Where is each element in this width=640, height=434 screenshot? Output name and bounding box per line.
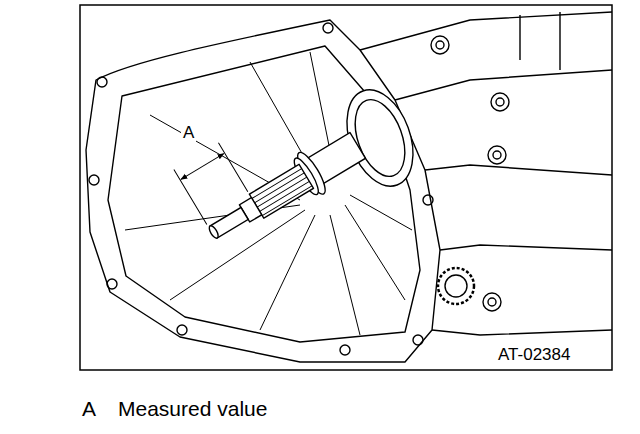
figure-number: AT-02384 bbox=[496, 346, 572, 365]
case-drawing bbox=[86, 12, 612, 362]
bolt bbox=[488, 298, 496, 306]
bolt-hole bbox=[89, 175, 99, 185]
case-edge bbox=[520, 12, 560, 70]
bolt-hole bbox=[423, 195, 433, 205]
bore-opening bbox=[346, 93, 415, 183]
bolt bbox=[483, 293, 501, 311]
bolt-hole bbox=[97, 77, 107, 87]
bolt bbox=[491, 93, 509, 111]
key-text: Measured value bbox=[116, 397, 269, 420]
bolt bbox=[436, 41, 444, 49]
sensor-boss bbox=[445, 275, 467, 297]
bolt bbox=[496, 98, 504, 106]
spline-lines bbox=[252, 169, 312, 216]
bolt-hole bbox=[340, 345, 350, 355]
bolt-hole bbox=[323, 23, 333, 33]
bolt-hole bbox=[107, 279, 117, 289]
housing-flange bbox=[86, 20, 440, 362]
bolt bbox=[431, 36, 449, 54]
figure-frame bbox=[80, 5, 612, 370]
bolt bbox=[493, 151, 501, 159]
case-edge bbox=[432, 330, 612, 335]
bolt bbox=[488, 146, 506, 164]
bolt-hole bbox=[177, 325, 187, 335]
shaft-tip-end bbox=[208, 224, 220, 239]
case-edge bbox=[440, 245, 612, 250]
bolt-hole bbox=[413, 335, 423, 345]
dimension-line bbox=[181, 154, 224, 180]
key-letter: A bbox=[80, 397, 98, 420]
case-edge bbox=[425, 165, 612, 175]
case-edge bbox=[360, 12, 612, 50]
dimension-label: A bbox=[181, 124, 196, 143]
input-shaft bbox=[173, 82, 370, 254]
extension-line bbox=[174, 143, 252, 225]
sensor-boss bbox=[438, 268, 474, 304]
